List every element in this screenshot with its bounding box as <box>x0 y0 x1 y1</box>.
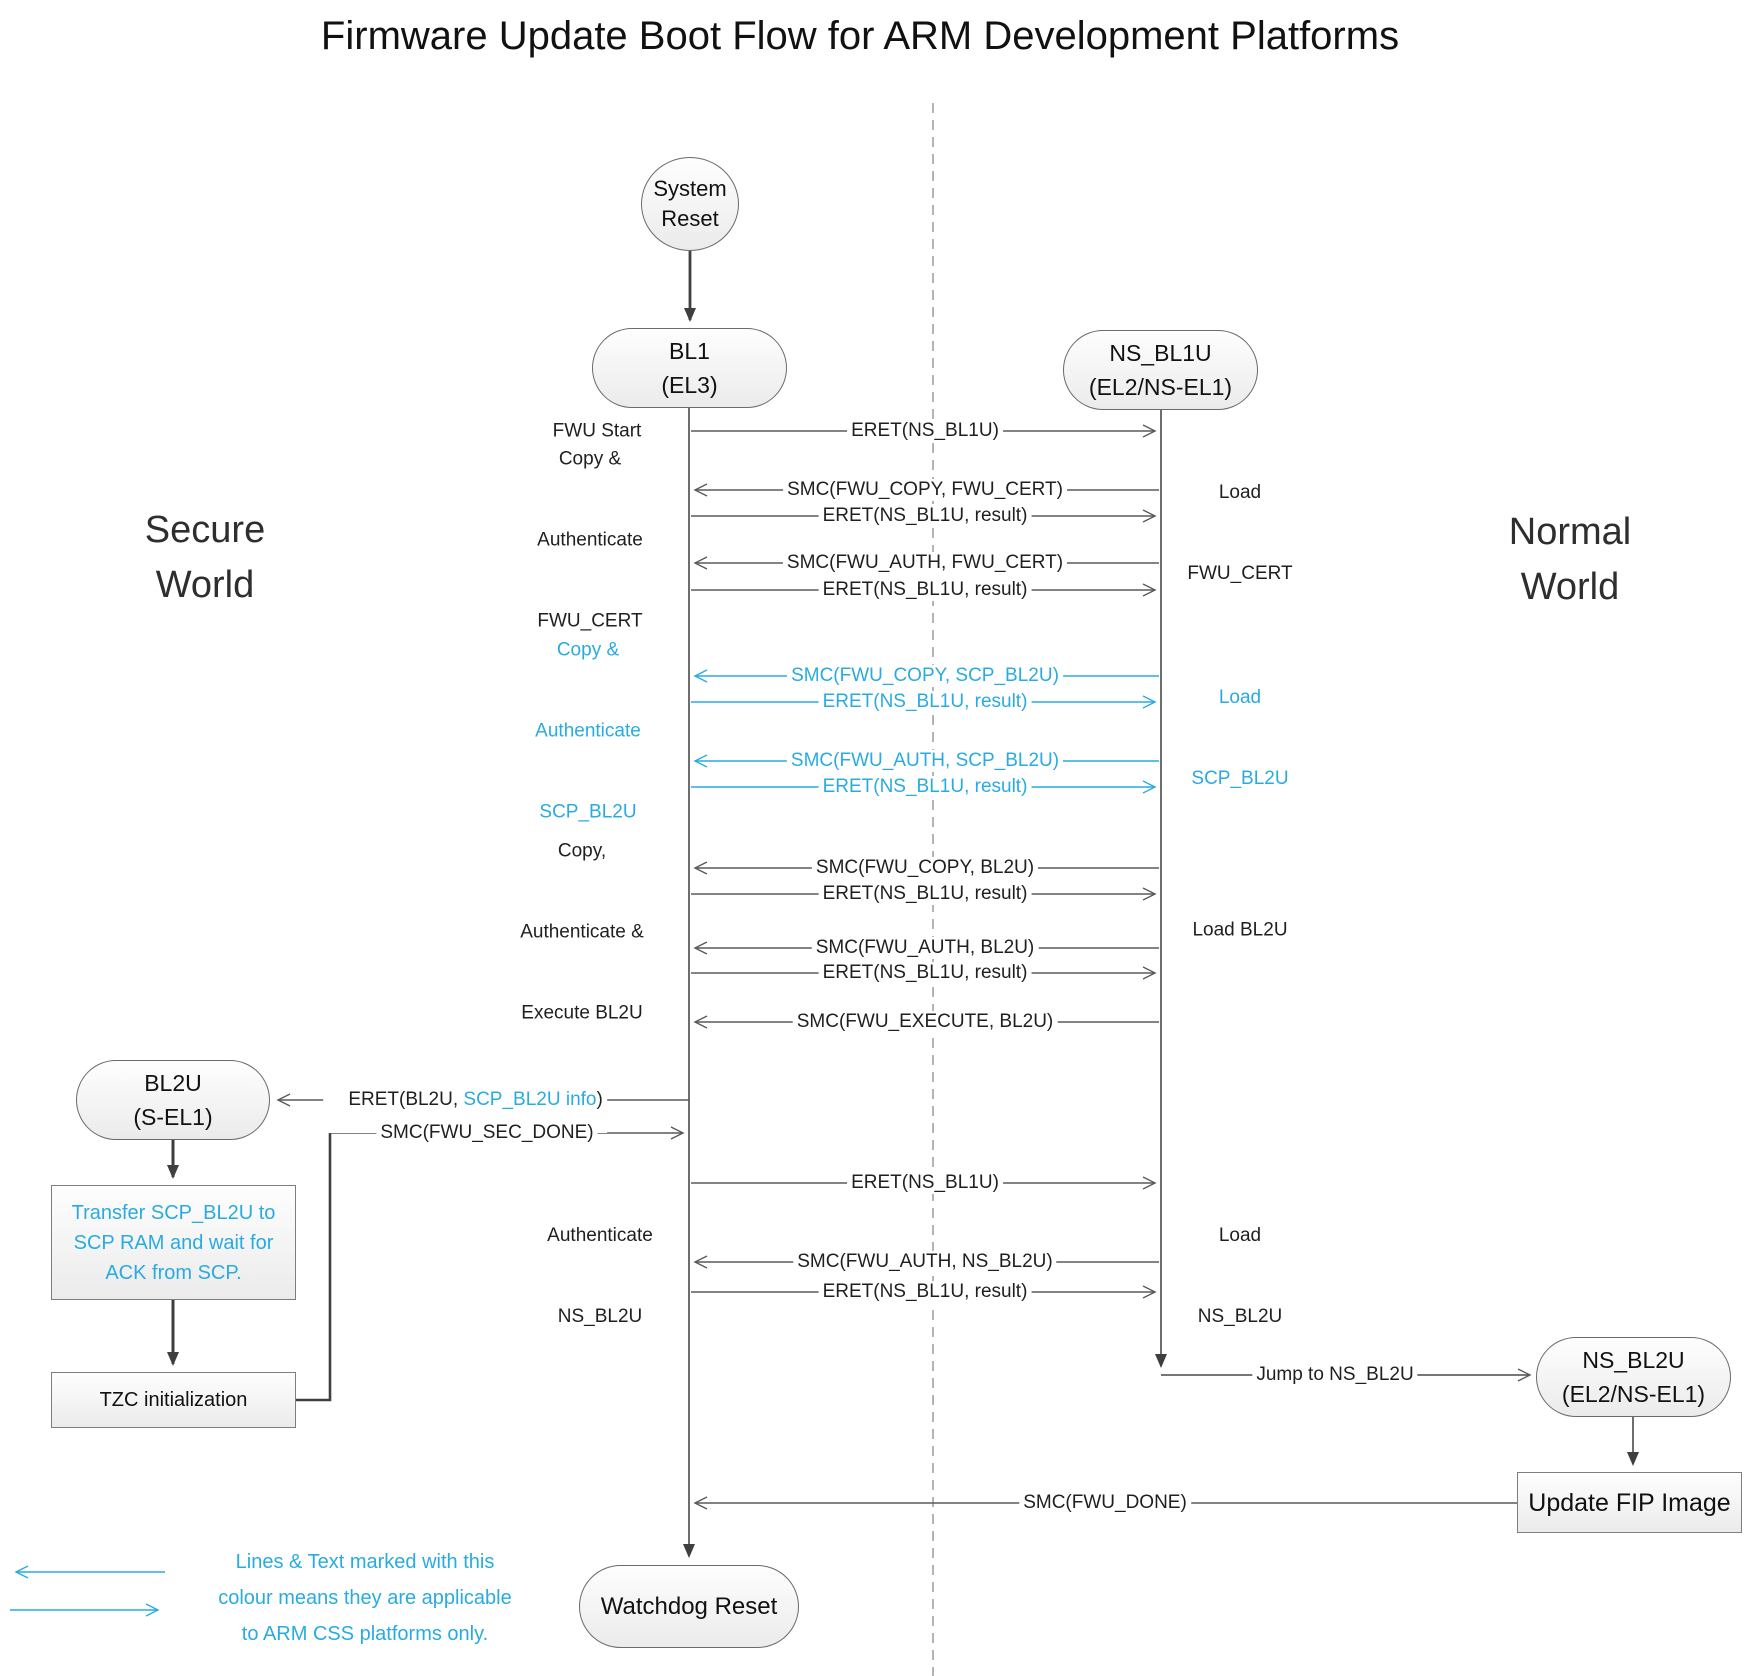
update-fip-image-box: Update FIP Image <box>1517 1472 1742 1533</box>
message-label-2: ERET(NS_BL1U, result) <box>818 505 1032 527</box>
message-label-8: ERET(NS_BL1U, result) <box>818 776 1032 798</box>
authenticate-ns-bl2u-line2: NS_BL2U <box>557 1306 643 1327</box>
diagram-title: Firmware Update Boot Flow for ARM Develo… <box>320 14 1400 58</box>
message-label-5: SMC(FWU_COPY, SCP_BL2U) <box>787 665 1063 687</box>
secure-world-label: Secure World <box>145 503 265 613</box>
eret-bl2u-part1: ERET(BL2U, <box>348 1089 464 1110</box>
message-label-0: ERET(NS_BL1U) <box>847 420 1003 442</box>
load-fwu-cert-line1: Load <box>1218 482 1262 503</box>
copy-auth-scp-bl2u-label: Copy & Authenticate SCP_BL2U <box>535 583 641 880</box>
copy-auth-exec-bl2u-label: Copy, Authenticate & Execute BL2U <box>520 784 644 1081</box>
copy-auth-fwu-cert-line1: Copy & <box>558 448 622 470</box>
legend-line1: Lines & Text marked with this <box>235 1551 495 1573</box>
message-label-smc-fwu-done: SMC(FWU_DONE) <box>1019 1492 1191 1514</box>
copy-auth-scp-bl2u-line2: Authenticate <box>535 720 641 742</box>
bl1-line2: (EL3) <box>661 372 718 398</box>
copy-auth-fwu-cert-line2: Authenticate <box>537 529 643 551</box>
message-label-4: ERET(NS_BL1U, result) <box>818 579 1032 601</box>
bl2u-node: BL2U (S-EL1) <box>76 1060 270 1140</box>
load-ns-bl2u-line2: NS_BL2U <box>1197 1306 1283 1327</box>
watchdog-reset-node: Watchdog Reset <box>579 1565 799 1648</box>
eret-bl2u-part2: SCP_BL2U info <box>463 1089 597 1110</box>
ns-bl1u-line1: NS_BL1U <box>1109 340 1212 366</box>
jump-to-ns-bl2u-label: Jump to NS_BL2U <box>1252 1364 1418 1386</box>
ns-bl2u-line2: (EL2/NS-EL1) <box>1561 1381 1706 1407</box>
tzc-initialization-label: TZC initialization <box>99 1389 248 1411</box>
bl2u-line1: BL2U <box>144 1070 202 1096</box>
load-scp-bl2u-line2: SCP_BL2U <box>1191 768 1289 789</box>
normal-world-label: Normal World <box>1509 505 1631 615</box>
system-reset-line1: System <box>653 176 727 201</box>
message-label-17: SMC(FWU_AUTH, NS_BL2U) <box>793 1251 1057 1273</box>
message-label-18: ERET(NS_BL1U, result) <box>818 1281 1032 1303</box>
copy-auth-scp-bl2u-line1: Copy & <box>556 639 620 661</box>
message-label-7: SMC(FWU_AUTH, SCP_BL2U) <box>786 750 1064 772</box>
copy-auth-fwu-cert-label: Copy & Authenticate FWU_CERT <box>537 392 643 689</box>
transfer-line1: Transfer SCP_BL2U to <box>71 1201 276 1224</box>
copy-auth-exec-bl2u-line1: Copy, <box>557 840 607 862</box>
message-label-12: ERET(NS_BL1U, result) <box>818 962 1032 984</box>
ns-bl2u-line1: NS_BL2U <box>1582 1347 1685 1373</box>
copy-auth-exec-bl2u-line3: Execute BL2U <box>521 1002 643 1024</box>
legend-line2: colour means they are applicable <box>218 1587 512 1609</box>
ns-bl2u-node: NS_BL2U (EL2/NS-EL1) <box>1536 1337 1731 1417</box>
secure-world-line1: Secure <box>144 509 266 551</box>
load-fwu-cert-label: Load FWU_CERT <box>1187 425 1292 641</box>
authenticate-ns-bl2u-line1: Authenticate <box>547 1225 653 1246</box>
load-ns-bl2u-label: Load NS_BL2U <box>1198 1168 1283 1384</box>
message-label-6: ERET(NS_BL1U, result) <box>818 691 1032 713</box>
load-bl2u-label: Load BL2U <box>1192 919 1288 941</box>
load-fwu-cert-line2: FWU_CERT <box>1187 563 1293 584</box>
message-label-smc-sec-done: SMC(FWU_SEC_DONE) <box>376 1122 598 1144</box>
system-reset-node: System Reset <box>641 157 739 251</box>
copy-auth-fwu-cert-line3: FWU_CERT <box>537 610 643 632</box>
bl1-node: BL1 (EL3) <box>592 328 787 408</box>
secure-world-line2: World <box>155 564 255 606</box>
normal-world-line2: World <box>1520 566 1620 608</box>
fwu-start-label: FWU Start <box>552 420 642 442</box>
message-label-1: SMC(FWU_COPY, FWU_CERT) <box>783 479 1067 501</box>
authenticate-ns-bl2u-label: Authenticate NS_BL2U <box>547 1168 653 1384</box>
bl2u-line2: (S-EL1) <box>133 1104 213 1130</box>
message-label-3: SMC(FWU_AUTH, FWU_CERT) <box>782 552 1068 574</box>
message-label-11: SMC(FWU_AUTH, BL2U) <box>811 937 1039 959</box>
message-label-10: ERET(NS_BL1U, result) <box>818 883 1032 905</box>
message-label-16: ERET(NS_BL1U) <box>847 1172 1003 1194</box>
tzc-initialization-box: TZC initialization <box>51 1372 296 1428</box>
message-label-13: SMC(FWU_EXECUTE, BL2U) <box>792 1011 1058 1033</box>
update-fip-image-label: Update FIP Image <box>1528 1488 1731 1517</box>
normal-world-line1: Normal <box>1508 511 1632 553</box>
bl1-line1: BL1 <box>669 338 710 364</box>
copy-auth-scp-bl2u-line3: SCP_BL2U <box>539 801 637 823</box>
transfer-scp-bl2u-box: Transfer SCP_BL2U to SCP RAM and wait fo… <box>51 1185 296 1300</box>
ns-bl1u-node: NS_BL1U (EL2/NS-EL1) <box>1063 330 1258 410</box>
load-ns-bl2u-line1: Load <box>1218 1225 1262 1246</box>
copy-auth-exec-bl2u-line2: Authenticate & <box>520 921 644 943</box>
eret-bl2u-part3: ) <box>596 1089 603 1110</box>
system-reset-line2: Reset <box>661 206 719 231</box>
legend-line3: to ARM CSS platforms only. <box>241 1623 489 1645</box>
legend-text: Lines & Text marked with this colour mea… <box>218 1544 512 1652</box>
load-scp-bl2u-label: Load SCP_BL2U <box>1191 630 1288 846</box>
tzc-to-bl1-elbow-connector <box>296 1133 332 1402</box>
load-scp-bl2u-line1: Load <box>1218 687 1262 708</box>
message-label-9: SMC(FWU_COPY, BL2U) <box>811 857 1039 879</box>
transfer-line2: SCP RAM and wait for <box>73 1231 274 1254</box>
watchdog-reset-label: Watchdog Reset <box>600 1592 778 1620</box>
transfer-line3: ACK from SCP. <box>105 1261 242 1284</box>
ns-bl1u-line2: (EL2/NS-EL1) <box>1088 374 1233 400</box>
